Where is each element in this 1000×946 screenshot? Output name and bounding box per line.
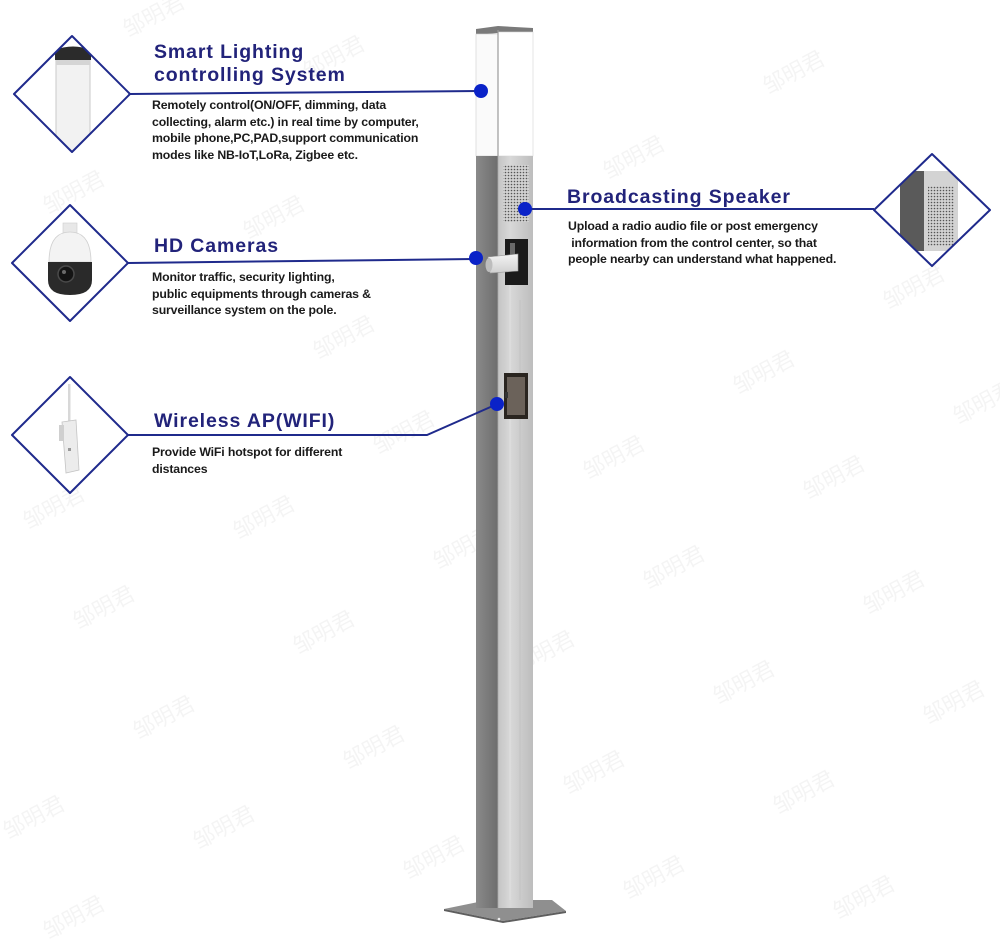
connector-broadcasting-speaker: [518, 202, 874, 216]
feature-title-line: controlling System: [154, 64, 346, 86]
connector-wireless-ap: [128, 397, 504, 436]
feature-title: Wireless AP(WIFI): [154, 410, 335, 433]
feature-description: Upload a radio audio file or post emerge…: [568, 219, 837, 267]
feature-title-line: Broadcasting Speaker: [567, 186, 791, 208]
feature-description: Monitor traffic, security lighting, publ…: [152, 270, 371, 318]
feature-title-line: Wireless AP(WIFI): [154, 410, 336, 432]
ptz-camera-icon: [11, 204, 129, 322]
feature-description: Provide WiFi hotspot for different dista…: [152, 445, 343, 476]
connector-smart-lighting: [129, 84, 488, 98]
feature-title: Broadcasting Speaker: [567, 186, 791, 209]
feature-title: Smart Lighting controlling System: [154, 41, 346, 87]
lamp-head-icon: [13, 35, 131, 153]
wifi-access-point-icon: [11, 376, 129, 494]
feature-title-line: HD Cameras: [154, 235, 279, 257]
feature-title-line: Smart Lighting: [154, 41, 305, 63]
speaker-icon: [873, 153, 991, 267]
connector-hd-cameras: [127, 251, 483, 265]
feature-title: HD Cameras: [154, 235, 279, 258]
smart-pole: [444, 26, 566, 923]
feature-description: Remotely control(ON/OFF, dimming, data c…: [152, 98, 419, 162]
